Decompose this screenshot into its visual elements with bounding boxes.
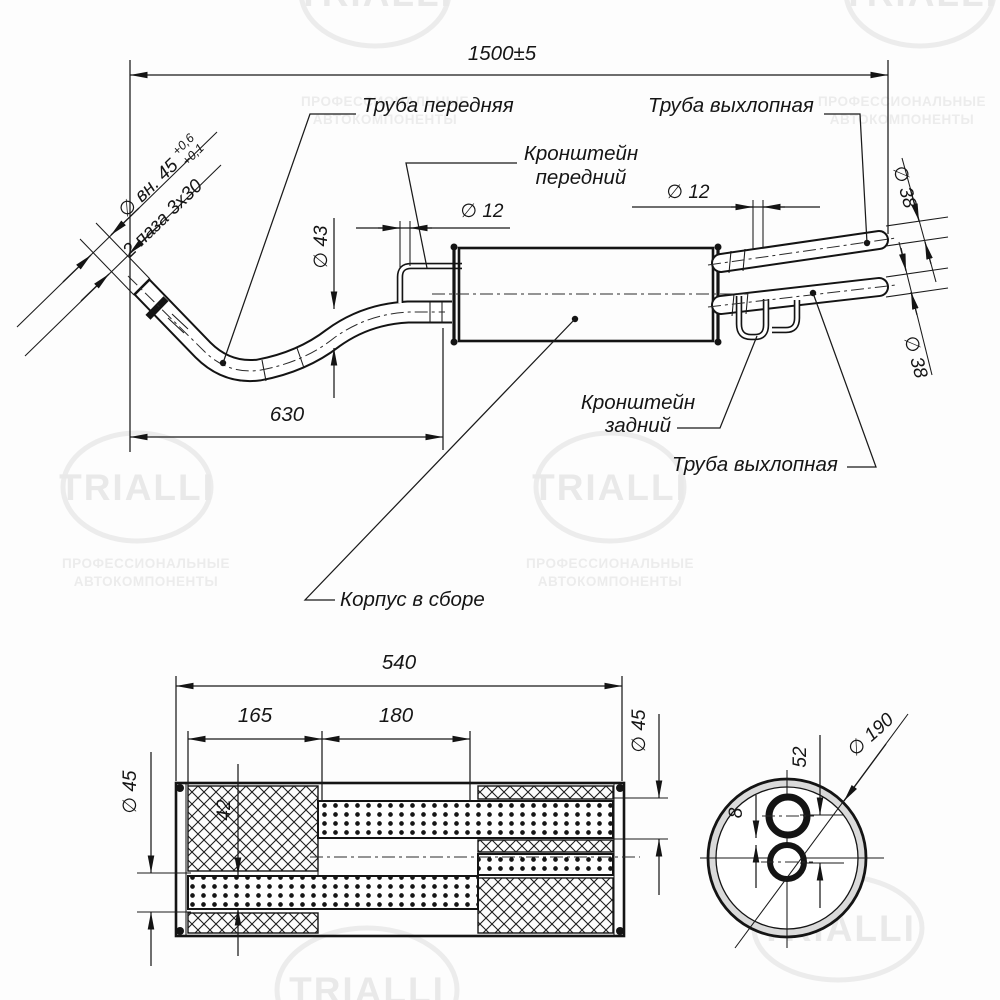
dim-42-text: 42 [214,799,235,821]
watermark-text: АВТОКОМПОНЕНТЫ [830,112,975,127]
watermark-text: ПРОФЕССИОНАЛЬНЫЕ [818,94,986,109]
watermark-text: ПРОФЕССИОНАЛЬНЫЕ [526,556,694,571]
dim-overall-text: 1500±5 [468,42,537,65]
tail-bottom-centerline [707,284,897,308]
label-body-text: Корпус в сборе [340,588,485,611]
label-rear-bracket-line1: Кронштейн [581,391,695,414]
dim-end-gap: 8 [726,795,760,888]
label-exhaust-top-text: Труба выхлопная [648,94,814,117]
label-front-pipe: Труба передняя [219,94,514,367]
label-front-bracket-line1: Кронштейн [524,142,638,165]
watermark-logo: TRIALLI [274,925,460,1000]
watermark-text: АВТОКОМПОНЕНТЫ [74,574,219,589]
watermark-text: АВТОКОМПОНЕНТЫ [538,574,683,589]
front-bracket [396,262,462,303]
tail-top-centerline [707,237,897,266]
label-front-bracket: Кронштейн передний [405,142,638,269]
watermark-logo: TRIALLI [532,430,688,544]
watermark-logo: TRIALLI [842,0,998,49]
dim-front-length: 630 [130,328,444,450]
watermark-brand: TRIALLI [842,0,998,14]
rear-bracket [735,296,801,341]
dim-tail-top-dia: ∅ 38 [885,157,949,283]
front-pipe-centerline [127,275,445,372]
dim-630-text: 630 [270,403,305,426]
dim-38-top-text: ∅ 38 [888,164,920,212]
exhaust-pipe-top [711,230,889,274]
watermark-brand: TRIALLI [289,970,445,1000]
dim-tail-bottom-dia: ∅ 38 [885,241,949,382]
inlet-slot [145,296,169,320]
front-pipe [133,278,452,383]
watermark-text: ПРОФЕССИОНАЛЬНЫЕ [301,94,469,109]
watermark-logo: TRIALLI [59,430,215,544]
dim-section-total: 540 [175,651,623,781]
label-front-pipe-text: Труба передняя [362,94,514,117]
watermark-brand: TRIALLI [532,467,688,508]
dim-end-spacing: 52 [790,735,844,908]
dim-section-dia-right: ∅ 45 [614,709,668,895]
label-exhaust-pipe-bottom: Труба выхлопная [672,289,877,476]
dim-section-segments: 165 180 [187,704,471,802]
dim-45-left-text: ∅ 45 [120,770,141,813]
dim-front-bracket-rod: ∅ 12 [356,201,510,268]
dim-190-text: ∅ 190 [844,709,898,761]
inlet-end-face [133,278,151,296]
muffler-end-view: 52 8 ∅ 190 [700,709,909,949]
label-exhaust-pipe-top: Труба выхлопная [648,94,871,247]
dim-rear-bracket-rod: ∅ 12 [632,182,820,250]
label-rear-bracket: Кронштейн задний [581,335,758,437]
label-body-assembly: Корпус в сборе [303,315,579,611]
watermark-brand: TRIALLI [59,467,215,508]
dim-12-front-text: ∅ 12 [461,201,504,222]
dim-180-text: 180 [379,704,414,727]
dim-12-rear-text: ∅ 12 [667,182,710,203]
dim-165-text: 165 [238,704,273,727]
section-fill-patterns [187,785,640,934]
dim-8-text: 8 [726,807,747,818]
label-rear-bracket-line2: задний [604,414,671,437]
dim-45-right-text: ∅ 45 [629,709,650,752]
dim-front-pipe-dia: ∅ 43 [311,218,338,398]
watermark-text: ПРОФЕССИОНАЛЬНЫЕ [62,556,230,571]
dim-43-text: ∅ 43 [311,225,332,268]
dim-section-inner: 42 [214,764,242,956]
watermark-logo: TRIALLI [297,0,453,49]
muffler-section-view: 540 165 180 ∅ 45 42 [120,651,668,966]
watermark-layer: TRIALLI TRIALLI TRIALLI TRIALLI TRIALLI … [59,0,998,1000]
main-assembly-view: 1500±5 630 ∅ вн. 45 +0,6 +0,1 2 паза 3х [16,42,949,611]
label-front-bracket-line2: передний [536,166,627,189]
dim-section-dia-left: ∅ 45 [120,752,191,966]
dim-38-bottom-text: ∅ 38 [899,334,931,382]
dim-overall-length: 1500±5 [129,42,889,452]
watermark-brand: TRIALLI [297,0,453,14]
dim-52-text: 52 [790,746,811,768]
label-exhaust-bottom-text: Труба выхлопная [672,453,838,476]
dim-540-text: 540 [382,651,417,674]
watermark-text: АВТОКОМПОНЕНТЫ [313,112,458,127]
